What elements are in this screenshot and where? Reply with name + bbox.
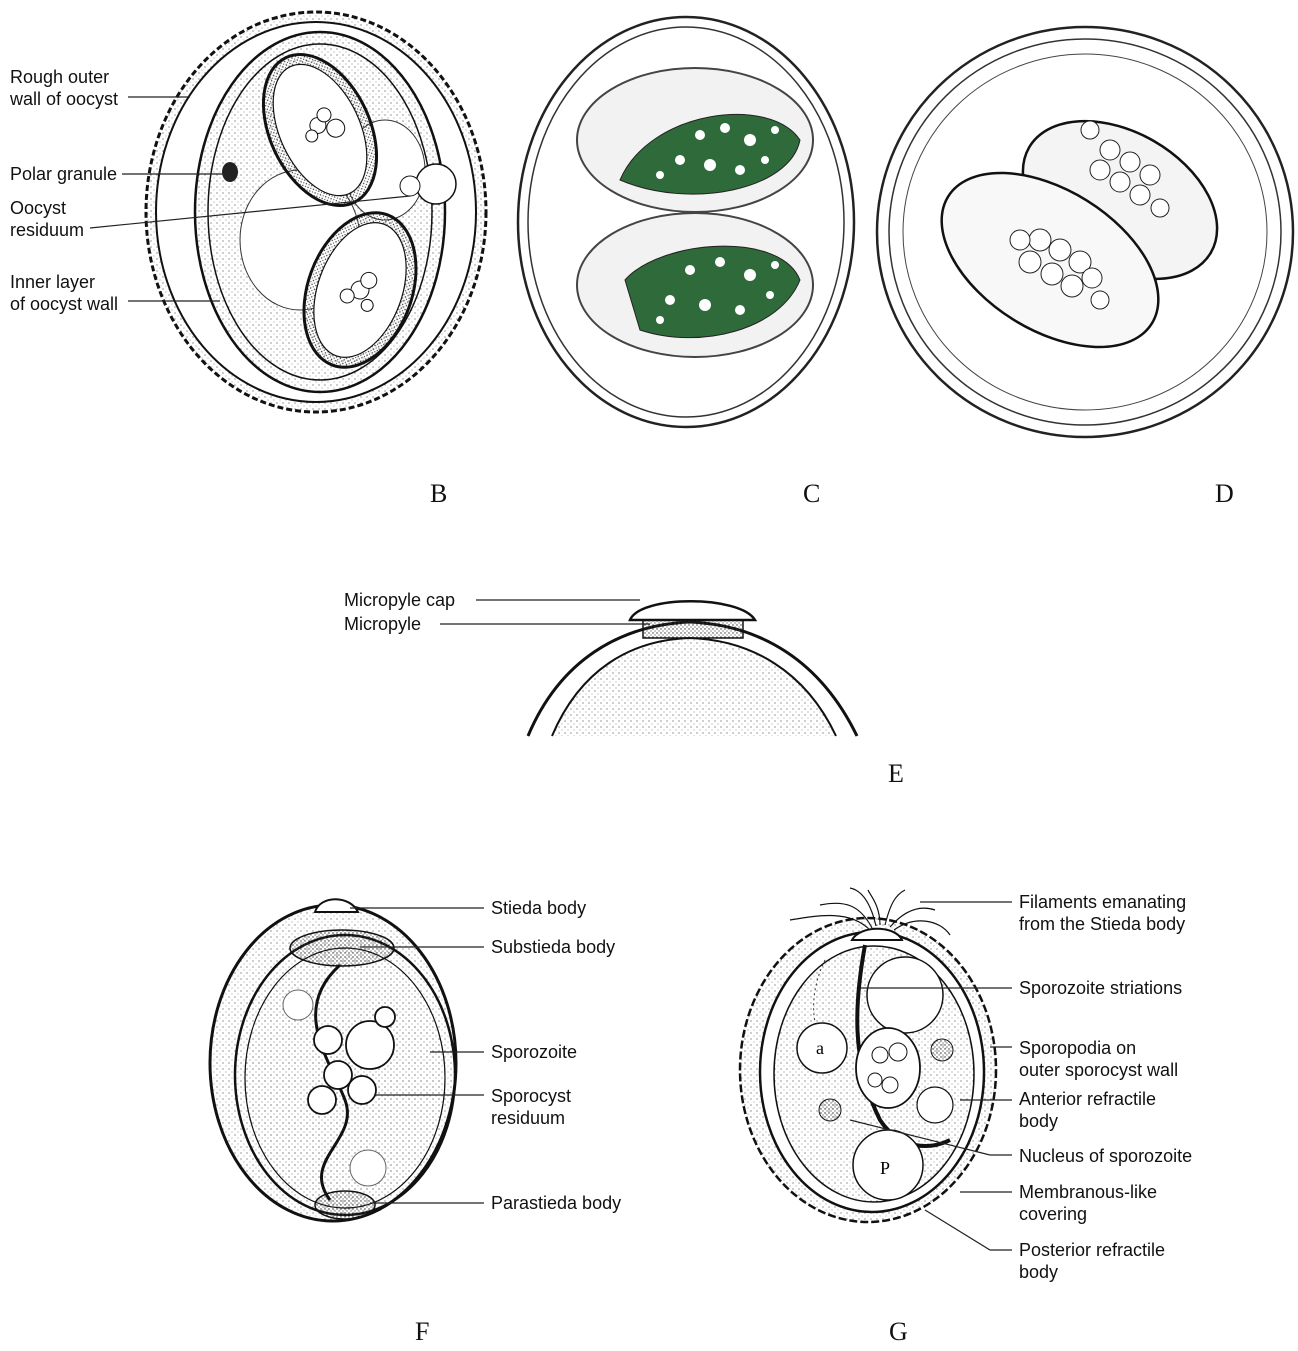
label-line: residuum: [491, 1108, 565, 1128]
label-line: Rough outer: [10, 67, 109, 87]
label-line: residuum: [10, 220, 84, 240]
label-line: covering: [1019, 1204, 1087, 1224]
panel-e-leaders: [440, 600, 650, 624]
label-line: Sporocyst: [491, 1086, 571, 1106]
panel-c-oocyst: [518, 17, 854, 427]
label-micropyle-cap: Micropyle cap: [344, 590, 455, 610]
label-stieda-body: Stieda body: [491, 898, 586, 918]
label-substieda-body: Substieda body: [491, 937, 615, 957]
micropyle-shape: [643, 620, 743, 638]
label-line: Substieda body: [491, 937, 615, 957]
label-line: from the Stieda body: [1019, 914, 1185, 934]
label-line: Nucleus of sporozoite: [1019, 1146, 1192, 1166]
label-sporozoite: Sporozoite: [491, 1042, 577, 1062]
panel-letter-g: G: [889, 1317, 908, 1346]
label-line: Polar granule: [10, 164, 117, 184]
label-line: body: [1019, 1262, 1058, 1282]
label-line: Membranous-like: [1019, 1182, 1157, 1202]
label-line: Inner layer: [10, 272, 95, 292]
label-line: outer sporocyst wall: [1019, 1060, 1178, 1080]
label-line: body: [1019, 1111, 1058, 1131]
label-line: Posterior refractile: [1019, 1240, 1165, 1260]
panel-letter-c: C: [803, 479, 820, 508]
label-polar-granule: Polar granule: [10, 164, 117, 184]
label-line: Sporopodia on: [1019, 1038, 1136, 1058]
panel-letter-b: B: [430, 479, 447, 508]
panel-letter-e: E: [888, 759, 904, 788]
stieda-body-shape: [315, 899, 358, 912]
panel-d-oocyst: [877, 27, 1293, 437]
label-line: Micropyle: [344, 614, 421, 634]
label-line: Micropyle cap: [344, 590, 455, 610]
parastieda-body-shape: [315, 1191, 375, 1219]
label-line: Filaments emanating: [1019, 892, 1186, 912]
polar-granule-shape: [222, 162, 238, 182]
sporozoite-nucleus-shape: [856, 1028, 920, 1108]
label-line: Parastieda body: [491, 1193, 621, 1213]
label-line: Sporozoite: [491, 1042, 577, 1062]
label-nucleus: Nucleus of sporozoite: [1019, 1146, 1192, 1166]
label-parastieda-body: Parastieda body: [491, 1193, 621, 1213]
panel-letter-f: F: [415, 1317, 429, 1346]
label-line: Oocyst: [10, 198, 66, 218]
panel-letter-d: D: [1215, 479, 1234, 508]
posterior-mark: P: [880, 1158, 890, 1178]
panel-b-oocyst: [146, 12, 486, 412]
panel-e-micropyle: [528, 601, 857, 736]
substieda-body-shape: [290, 930, 394, 966]
label-line: Sporozoite striations: [1019, 978, 1182, 998]
label-line: Anterior refractile: [1019, 1089, 1156, 1109]
label-line: wall of oocyst: [9, 89, 118, 109]
oocyst-residuum-granule: [416, 164, 456, 204]
panel-g-sporocyst: a P: [740, 888, 996, 1222]
anterior-mark: a: [816, 1038, 824, 1058]
label-sporozoite-striations: Sporozoite striations: [1019, 978, 1182, 998]
micropyle-cap-shape: [630, 601, 755, 620]
label-line: Stieda body: [491, 898, 586, 918]
label-line: of oocyst wall: [10, 294, 118, 314]
label-micropyle: Micropyle: [344, 614, 421, 634]
